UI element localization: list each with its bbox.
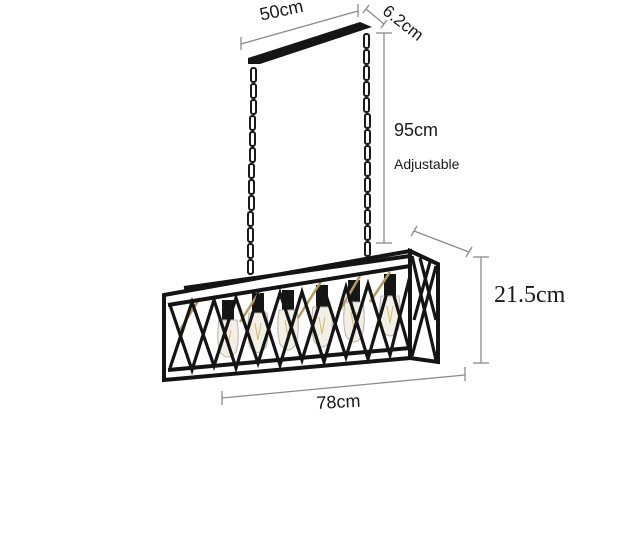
chain-adjustable-note: Adjustable bbox=[394, 156, 460, 172]
ceiling-canopy bbox=[248, 22, 372, 64]
hanging-chains bbox=[247, 33, 371, 275]
cage-height-label: 21.5cm bbox=[494, 282, 566, 308]
dimension-lines bbox=[221, 4, 489, 405]
cage-lattice bbox=[168, 255, 438, 376]
left-chain bbox=[247, 67, 257, 275]
cage-length-label: 78cm bbox=[315, 390, 361, 413]
right-chain bbox=[363, 33, 371, 257]
chain-length-label: 95cm bbox=[394, 120, 439, 140]
